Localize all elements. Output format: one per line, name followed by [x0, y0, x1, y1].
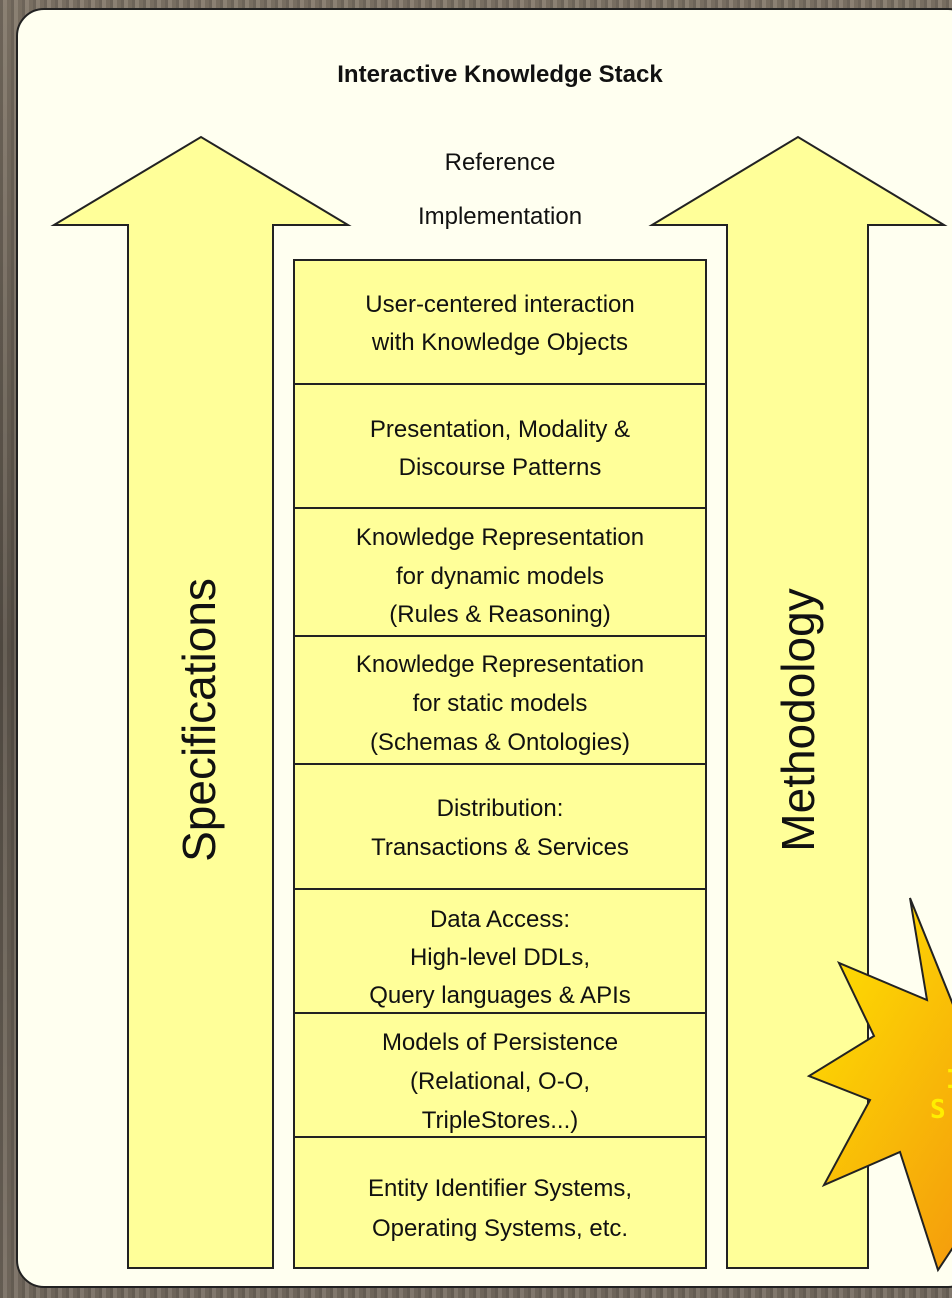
layer-box-6: [293, 888, 707, 1014]
layer-7-line-3: TripleStores...): [422, 1107, 578, 1134]
layer-4-line-2: for static models: [413, 690, 588, 717]
layer-box-4: [293, 635, 707, 765]
layer-8-line-1: Entity Identifier Systems,: [368, 1175, 632, 1202]
layer-box-5: [293, 763, 707, 890]
layer-box-3: [293, 507, 707, 637]
layer-box-8: [293, 1136, 707, 1269]
layer-1-line-2: with Knowledge Objects: [371, 329, 628, 356]
specifications-label: Specifications: [173, 578, 225, 862]
layer-5-line-1: Distribution:: [437, 795, 564, 822]
diagram-title: Interactive Knowledge Stack: [337, 61, 663, 88]
layer-6-line-1: Data Access:: [430, 906, 570, 933]
starburst-badge: [806, 897, 952, 1273]
layer-7-line-2: (Relational, O-O,: [410, 1068, 590, 1095]
reference-label-line-2: Implementation: [418, 203, 582, 230]
layer-3-line-2: for dynamic models: [396, 563, 604, 590]
layer-3-line-1: Knowledge Representation: [356, 524, 644, 551]
knowledge-stack-diagram: Interactive Knowledge Stack Specificatio…: [50, 61, 952, 1273]
reference-label-line-1: Reference: [445, 149, 556, 176]
layer-1-line-1: User-centered interaction: [365, 291, 634, 318]
layer-4-line-3: (Schemas & Ontologies): [370, 729, 630, 756]
layer-7-line-1: Models of Persistence: [382, 1029, 618, 1056]
layer-3-line-3: (Rules & Reasoning): [389, 601, 610, 628]
methodology-label: Methodology: [772, 588, 824, 851]
layer-5-line-2: Transactions & Services: [371, 834, 629, 861]
layer-6-line-3: Query languages & APIs: [369, 982, 631, 1009]
layer-2-line-1: Presentation, Modality &: [370, 416, 630, 443]
starburst-text-1: I: [946, 1065, 952, 1095]
layer-6-line-2: High-level DDLs,: [410, 944, 590, 971]
layer-8-line-2: Operating Systems, etc.: [372, 1215, 628, 1242]
specifications-arrow: [50, 135, 352, 1269]
layer-stack: User-centered interaction with Knowledge…: [293, 259, 707, 1269]
diagram-panel: Interactive Knowledge Stack Specificatio…: [16, 8, 952, 1288]
layer-2-line-2: Discourse Patterns: [399, 454, 602, 481]
layer-4-line-1: Knowledge Representation: [356, 651, 644, 678]
starburst-text-2: S: [930, 1095, 946, 1125]
layer-box-2: [293, 383, 707, 509]
layer-box-1: [293, 259, 707, 385]
